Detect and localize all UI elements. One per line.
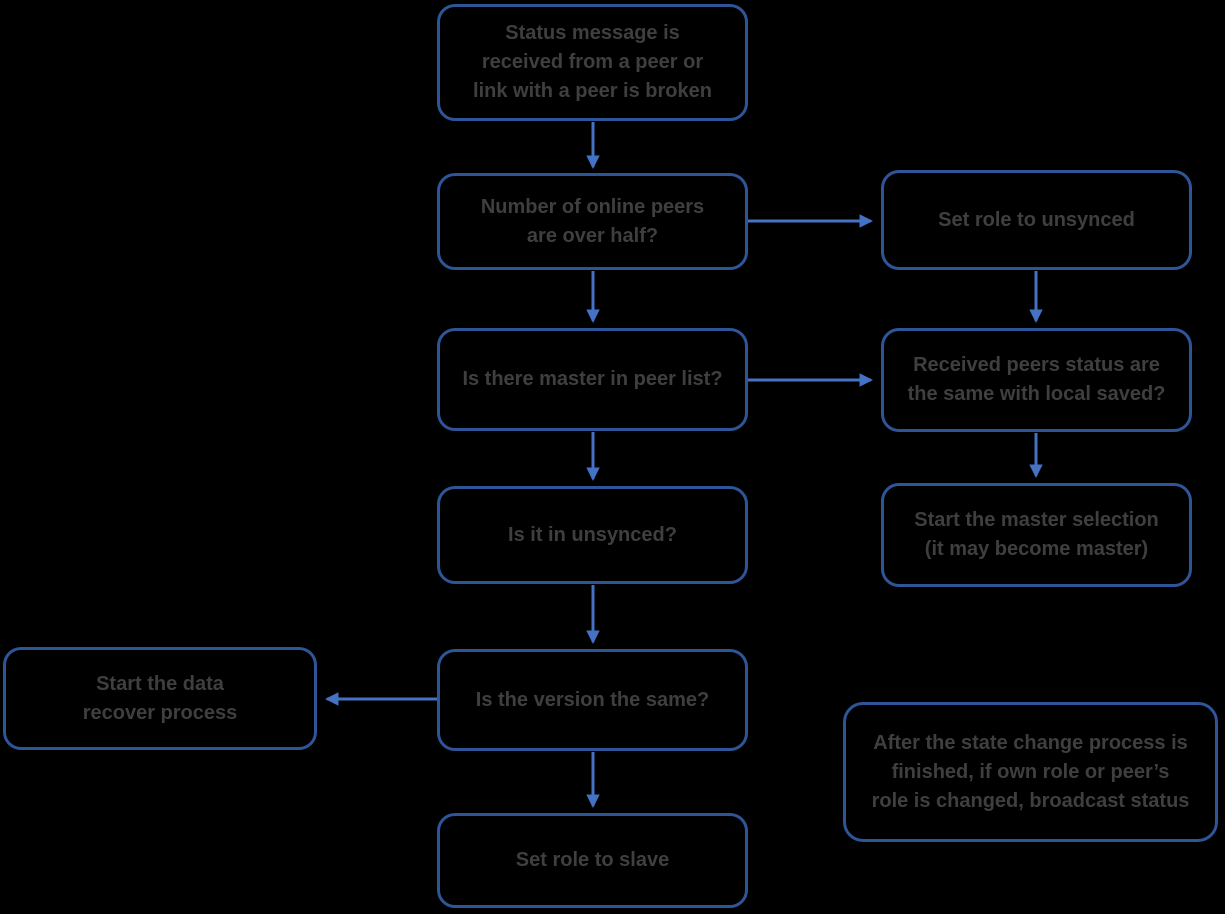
node-is-it-in-unsynced-label: Is it in unsynced? bbox=[508, 523, 677, 546]
node-broadcast-note: After the state change process is finish… bbox=[843, 702, 1218, 842]
node-is-version-same: Is the version the same? bbox=[437, 649, 748, 751]
node-master-in-peer-list: Is there master in peer list? bbox=[437, 328, 748, 431]
node-received-peers-status-label: Received peers status are the same with … bbox=[907, 354, 1166, 405]
node-broadcast-note-label: After the state change process is finish… bbox=[871, 731, 1190, 812]
node-start-data-recover-label: Start the data recover process bbox=[82, 672, 238, 724]
node-set-role-unsynced-label: Set role to unsynced bbox=[938, 208, 1135, 231]
node-is-version-same-label: Is the version the same? bbox=[475, 688, 710, 711]
node-is-it-in-unsynced: Is it in unsynced? bbox=[437, 486, 748, 584]
node-set-role-slave: Set role to slave bbox=[437, 813, 748, 908]
node-start-data-recover: Start the data recover process bbox=[3, 647, 317, 750]
node-peers-over-half-label: Number of online peers are over half? bbox=[480, 195, 705, 247]
node-set-role-slave-label: Set role to slave bbox=[515, 849, 670, 871]
node-master-in-peer-list-label: Is there master in peer list? bbox=[462, 368, 723, 390]
node-set-role-unsynced: Set role to unsynced bbox=[881, 170, 1192, 270]
node-start-label: Status message is received from a peer o… bbox=[473, 22, 712, 102]
node-start: Status message is received from a peer o… bbox=[437, 4, 748, 121]
node-peers-over-half: Number of online peers are over half? bbox=[437, 173, 748, 270]
node-start-master-selection: Start the master selection (it may becom… bbox=[881, 483, 1192, 587]
node-received-peers-status: Received peers status are the same with … bbox=[881, 328, 1192, 432]
node-start-master-selection-label: Start the master selection (it may becom… bbox=[914, 509, 1159, 560]
